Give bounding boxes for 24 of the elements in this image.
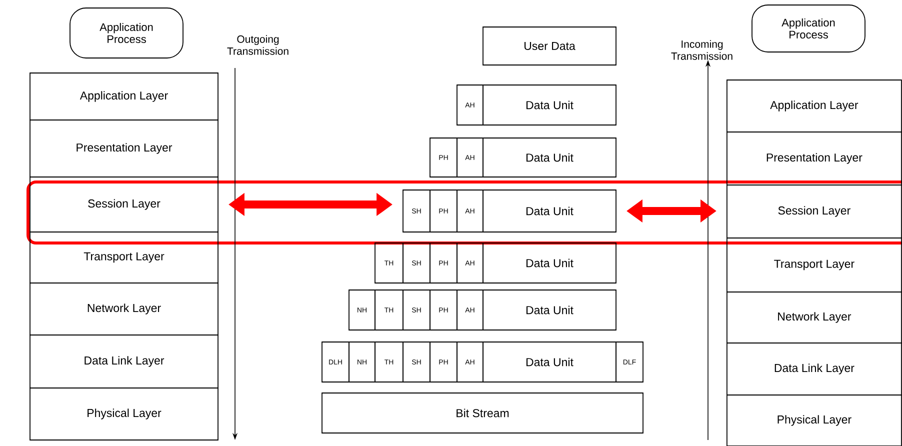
layer-box: Network Layer <box>30 282 218 336</box>
layer-box: Physical Layer <box>726 394 902 446</box>
layer-box: Transport Layer <box>726 238 902 292</box>
layer-box: Application Layer <box>726 80 902 132</box>
layer-box: Presentation Layer <box>726 132 902 186</box>
layer-box: Network Layer <box>726 292 902 344</box>
layer-box: Data Link Layer <box>726 342 902 396</box>
data-unit-cell: Data Unit <box>482 84 616 126</box>
direction-label: Incoming Transmission <box>671 40 732 60</box>
layer-box: Session Layer <box>30 176 218 232</box>
layer-box: Transport Layer <box>30 232 218 284</box>
layer-box: Data Link Layer <box>30 334 218 388</box>
layer-box: Presentation Layer <box>30 120 218 178</box>
layer-box: Application Layer <box>30 72 218 120</box>
data-unit-cell: Data Unit <box>482 242 616 284</box>
data-unit-cell: Data Unit <box>482 342 616 382</box>
data-unit-cell: Data Unit <box>482 290 616 330</box>
layer-box: Physical Layer <box>30 388 218 440</box>
data-unit-cell: Data Unit <box>482 138 616 178</box>
data-box: User Data <box>482 26 616 66</box>
data-box: Bit Stream <box>322 392 644 434</box>
layer-box: Session Layer <box>726 184 902 238</box>
direction-label: Outgoing Transmission <box>227 35 288 55</box>
data-unit-cell: Data Unit <box>482 190 616 232</box>
